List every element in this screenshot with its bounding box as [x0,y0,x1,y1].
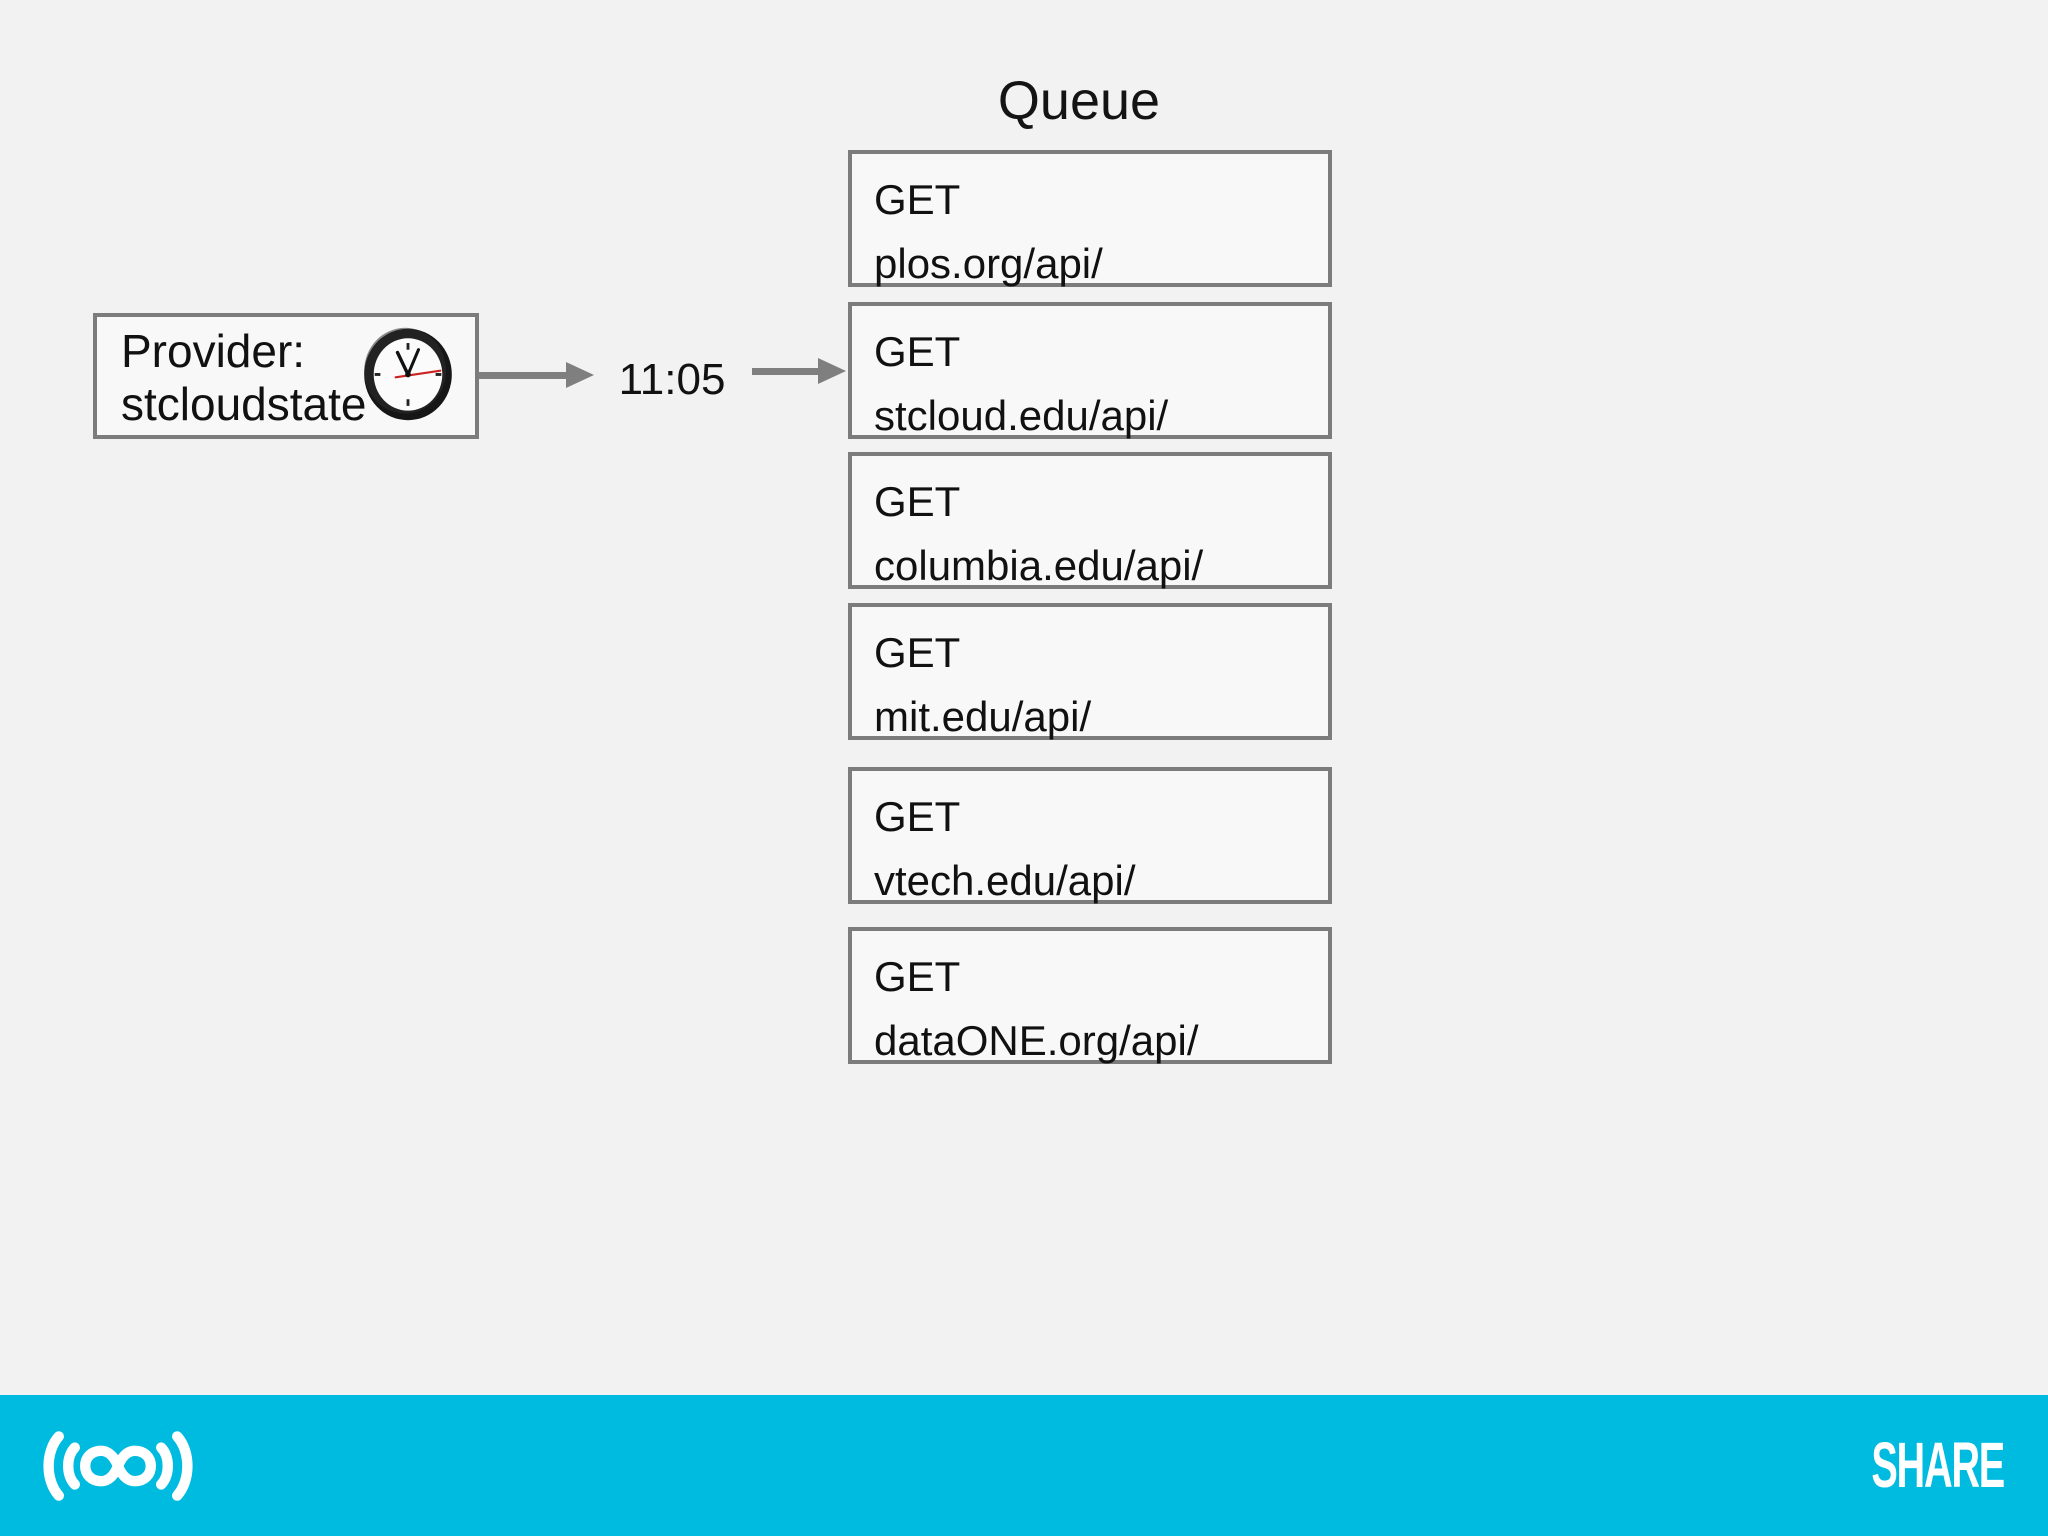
request-url: plos.org/api/ [874,240,1103,287]
queue-item-box: GET columbia.edu/api/ [848,452,1332,589]
request-url: stcloud.edu/api/ [874,392,1169,439]
queue-item-box: GET stcloud.edu/api/ [848,302,1332,439]
footer-bar: SHARE [0,1395,2048,1536]
arrow-provider-to-time [478,372,566,379]
request-url: vtech.edu/api/ [874,857,1136,904]
share-wordmark: SHARE [1871,1429,2005,1501]
request-url: mit.edu/api/ [874,693,1092,740]
share-infinity-soundwave-icon [30,1426,206,1506]
request-method: GET [874,328,961,375]
provider-name: stcloudstate [121,378,367,430]
provider-box: Provider: stcloudstate [93,313,479,439]
arrowhead-provider-to-time [566,362,594,388]
request-method: GET [874,176,961,223]
queue-item-box: GET vtech.edu/api/ [848,767,1332,904]
request-method: GET [874,953,961,1000]
request-method: GET [874,793,961,840]
clock-icon [360,324,456,424]
arrow-time-to-queue [752,368,818,375]
queue-item-box: GET mit.edu/api/ [848,603,1332,740]
arrowhead-time-to-queue [818,358,846,384]
request-method: GET [874,629,961,676]
provider-label: Provider: [121,325,306,377]
request-time-label: 11:05 [618,355,726,404]
queue-title: Queue [997,71,1161,131]
request-url: dataONE.org/api/ [874,1017,1199,1064]
request-url: columbia.edu/api/ [874,542,1204,589]
queue-item-box: GET plos.org/api/ [848,150,1332,287]
queue-item-box: GET dataONE.org/api/ [848,927,1332,1064]
request-method: GET [874,478,961,525]
